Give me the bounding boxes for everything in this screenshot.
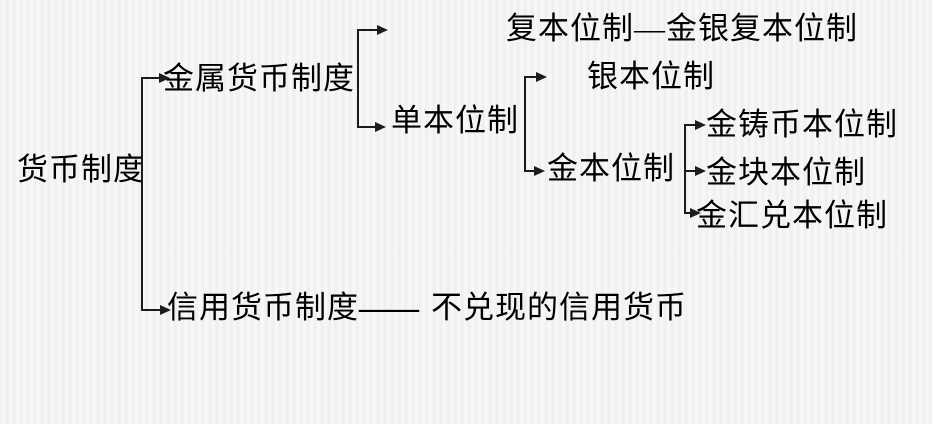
arrow-to-gold-bullion-icon xyxy=(695,166,706,176)
connector-gold-to-coin xyxy=(684,124,695,126)
arrow-to-gold-exchange-icon xyxy=(690,208,701,218)
connector-root-to-credit xyxy=(141,309,161,311)
arrow-to-bimetal-icon xyxy=(377,25,388,35)
node-gold-exchange-standard: 金汇兑本位制 xyxy=(696,198,888,233)
arrow-to-mono-icon xyxy=(375,122,386,132)
connector-mono-vertical xyxy=(524,76,526,172)
arrow-to-gold-coin-icon xyxy=(695,120,706,130)
connector-metal-to-mono xyxy=(357,126,376,128)
node-credit-currency-system: 信用货币制度—— 不兑现的信用货币 xyxy=(167,292,687,323)
node-gold-bullion-standard: 金块本位制 xyxy=(706,155,866,190)
node-monometallism: 单本位制 xyxy=(391,103,519,138)
connector-root-vertical xyxy=(141,77,143,311)
node-silver-standard: 银本位制 xyxy=(587,59,715,94)
connector-gold-vertical xyxy=(684,124,686,214)
connector-metal-vertical xyxy=(357,29,359,128)
node-currency-system: 货币制度 xyxy=(17,152,145,187)
connector-gold-to-exchange xyxy=(684,212,692,214)
connector-mono-to-silver xyxy=(524,76,537,78)
credit-label: 信用货币制度 xyxy=(167,290,359,325)
node-metallic-currency-system: 金属货币制度 xyxy=(163,61,355,96)
credit-note: 不兑现的信用货币 xyxy=(431,290,687,325)
connector-mono-to-gold xyxy=(524,170,535,172)
arrow-to-metal-icon xyxy=(159,73,170,83)
arrow-to-silver-icon xyxy=(536,72,547,82)
node-bimetallism: 复本位制—金银复本位制 xyxy=(506,11,858,46)
credit-dash: —— xyxy=(359,290,419,325)
arrow-to-gold-icon xyxy=(534,166,545,176)
connector-root-to-metal xyxy=(141,77,161,79)
connector-metal-to-bimetal xyxy=(357,29,378,31)
node-gold-coin-standard: 金铸币本位制 xyxy=(706,107,898,142)
node-gold-standard: 金本位制 xyxy=(547,151,675,186)
connector-gold-to-bullion xyxy=(684,170,695,172)
arrow-to-credit-icon xyxy=(160,305,171,315)
